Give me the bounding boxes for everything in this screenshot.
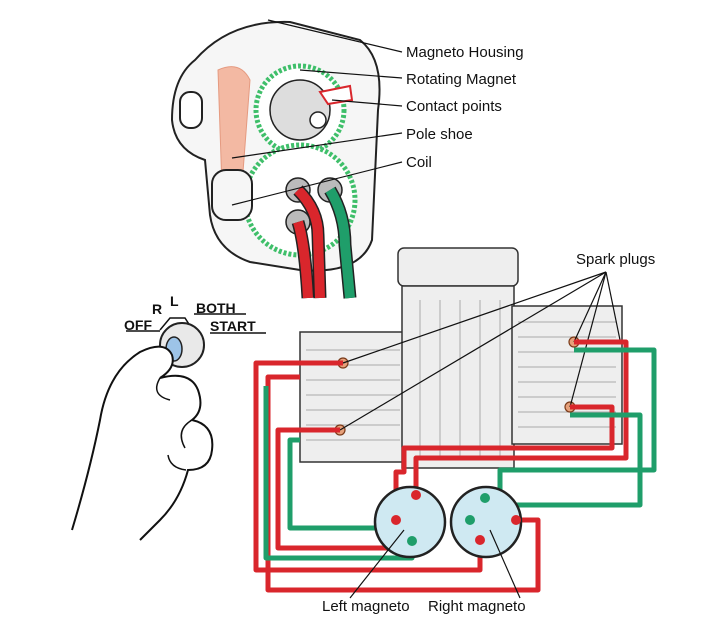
cutaway-leaders: [231, 19, 403, 206]
left-magneto: [373, 485, 447, 559]
switch-l-label: L: [170, 293, 179, 309]
switch-r-label: R: [152, 301, 162, 317]
right-magneto: [449, 485, 523, 559]
label-right-magneto: Right magneto: [428, 598, 526, 615]
switch-off-label: OFF: [124, 317, 152, 333]
switch-both-label: BOTH: [196, 300, 236, 316]
label-coil: Coil: [406, 154, 432, 171]
magneto-leaders: [349, 529, 521, 599]
label-contact-points: Contact points: [406, 98, 502, 115]
magneto-cutaway: [170, 20, 381, 299]
hand-illustration: [71, 345, 214, 541]
switch-start-label: START: [210, 318, 256, 334]
label-spark-plugs: Spark plugs: [576, 251, 655, 268]
spark-plug-leaders: [339, 271, 621, 431]
label-rotating-magnet: Rotating Magnet: [406, 71, 517, 88]
label-magneto-housing: Magneto Housing: [406, 44, 524, 61]
label-left-magneto: Left magneto: [322, 598, 410, 615]
engine-block: [299, 247, 623, 469]
label-pole-shoe: Pole shoe: [406, 126, 473, 143]
